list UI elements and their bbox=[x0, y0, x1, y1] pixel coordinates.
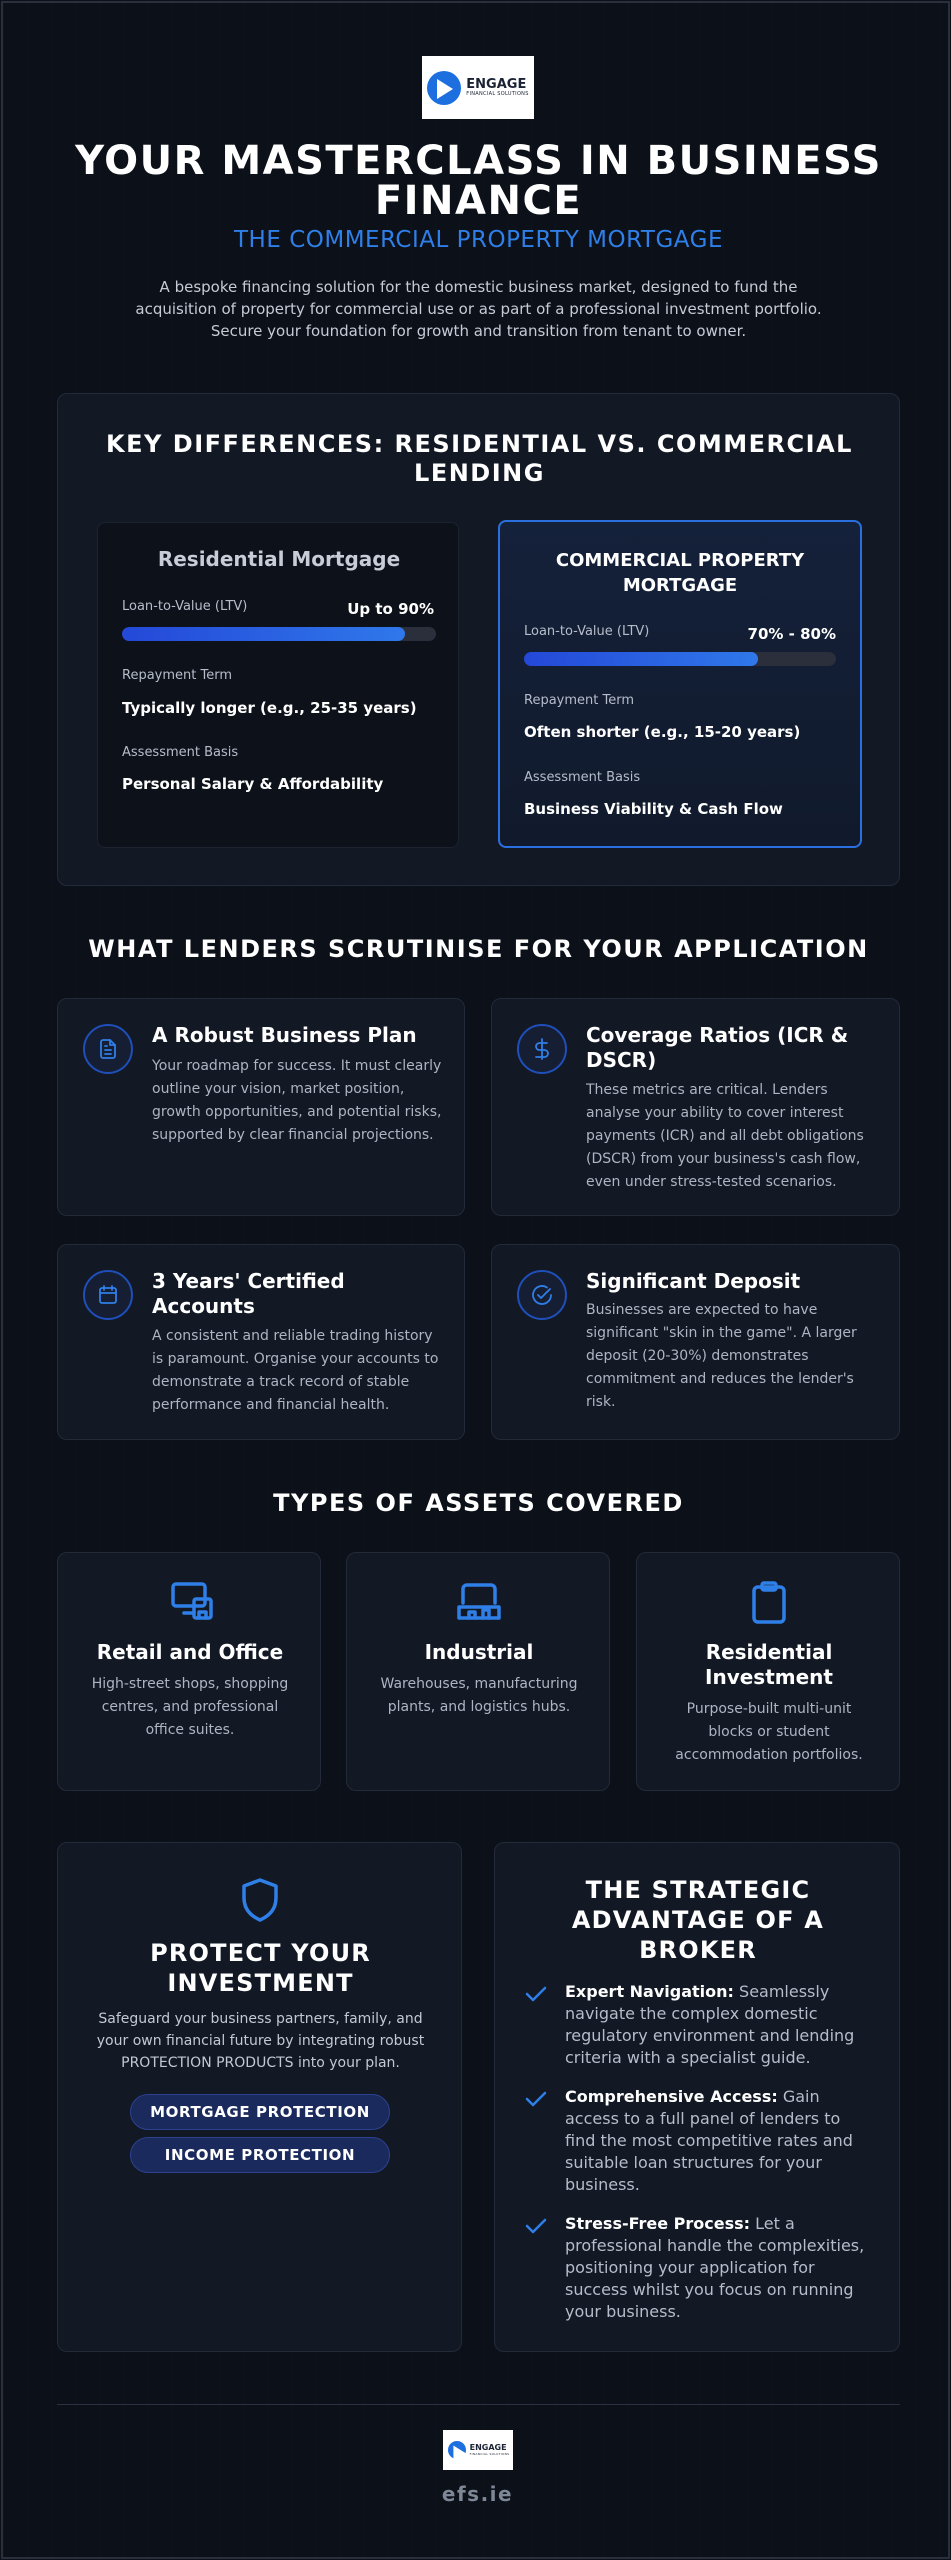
logo-word: ENGAGE bbox=[466, 77, 527, 92]
differences-panel: KEY DIFFERENCES: RESIDENTIAL VS. COMMERC… bbox=[57, 393, 900, 886]
residential-ltv-bar bbox=[122, 627, 436, 641]
commercial-basis-value: Business Viability & Cash Flow bbox=[524, 800, 783, 818]
asset-card-title: Residential Investment bbox=[705, 1640, 833, 1689]
asset-card-residential-investment: Residential Investment Purpose-built mul… bbox=[636, 1552, 900, 1791]
scrutiny-card-body: A consistent and reliable trading histor… bbox=[152, 1328, 439, 1413]
asset-card-industrial: Industrial Warehouses, manufacturing pla… bbox=[346, 1552, 610, 1791]
mortgage-protection-pill[interactable]: MORTGAGE PROTECTION bbox=[130, 2094, 390, 2130]
logo-mark-icon bbox=[447, 2441, 468, 2464]
scrutiny-card-coverage-ratios: Coverage Ratios (ICR & DSCR) These metri… bbox=[491, 998, 900, 1216]
residential-basis-label: Assessment Basis bbox=[122, 745, 239, 760]
storefront-icon bbox=[170, 1581, 214, 1625]
commercial-term-value: Often shorter (e.g., 15-20 years) bbox=[524, 723, 801, 741]
brand-logo[interactable]: ENGAGE FINANCIAL SOLUTIONS bbox=[422, 56, 534, 119]
check-icon bbox=[525, 1985, 547, 2007]
protect-body: Safeguard your business partners, family… bbox=[96, 2011, 425, 2071]
commercial-basis-label: Assessment Basis bbox=[524, 770, 641, 785]
residential-ltv-value: Up to 90% bbox=[347, 600, 434, 618]
asset-card-retail: Retail and Office High-street shops, sho… bbox=[57, 1552, 321, 1791]
scrutiny-card-deposit: Significant Deposit Businesses are expec… bbox=[491, 1244, 900, 1440]
scrutiny-title: WHAT LENDERS SCRUTINISE FOR YOUR APPLICA… bbox=[88, 935, 869, 963]
differences-title: KEY DIFFERENCES: RESIDENTIAL VS. COMMERC… bbox=[106, 430, 853, 487]
scrutiny-card-body: Your roadmap for success. It must clearl… bbox=[152, 1058, 442, 1143]
protect-title: PROTECT YOUR INVESTMENT bbox=[150, 1939, 371, 1997]
broker-item-title: Stress-Free Process: bbox=[565, 2214, 751, 2233]
asset-card-title: Industrial bbox=[424, 1640, 534, 1664]
commercial-ltv-value: 70% - 80% bbox=[747, 625, 836, 643]
check-icon bbox=[525, 2217, 547, 2239]
check-circle-icon bbox=[517, 1270, 567, 1320]
footer-divider bbox=[57, 2404, 900, 2405]
residential-term-value: Typically longer (e.g., 25-35 years) bbox=[122, 699, 417, 717]
residential-ltv-label: Loan-to-Value (LTV) bbox=[122, 599, 248, 614]
asset-card-body: Warehouses, manufacturing plants, and lo… bbox=[380, 1676, 578, 1715]
broker-item-text: Gain access to a full panel of lenders t… bbox=[565, 2087, 853, 2194]
check-icon bbox=[525, 2090, 547, 2112]
scrutiny-card-title: Significant Deposit bbox=[586, 1269, 801, 1293]
assets-title: TYPES OF ASSETS COVERED bbox=[273, 1489, 684, 1517]
document-icon bbox=[83, 1024, 133, 1074]
page-title: YOUR MASTERCLASS IN BUSINESS FINANCE bbox=[75, 138, 882, 224]
residential-term-label: Repayment Term bbox=[122, 668, 232, 683]
logo-word: ENGAGE bbox=[469, 2443, 507, 2452]
asset-card-title: Retail and Office bbox=[96, 1640, 284, 1664]
shield-icon bbox=[238, 1876, 282, 1928]
logo-subtext: FINANCIAL SOLUTIONS bbox=[466, 91, 529, 97]
protect-panel: PROTECT YOUR INVESTMENT Safeguard your b… bbox=[57, 1842, 462, 2352]
logo-subtext: FINANCIAL SOLUTIONS bbox=[469, 2452, 510, 2456]
scrutiny-card-accounts: 3 Years' Certified Accounts A consistent… bbox=[57, 1244, 465, 1440]
clipboard-icon bbox=[749, 1581, 789, 1629]
logo-mark-icon bbox=[427, 70, 462, 105]
footer-logo[interactable]: ENGAGE FINANCIAL SOLUTIONS bbox=[443, 2430, 513, 2470]
broker-panel: THE STRATEGIC ADVANTAGE OF A BROKER Expe… bbox=[494, 1842, 900, 2352]
scrutiny-card-business-plan: A Robust Business Plan Your roadmap for … bbox=[57, 998, 465, 1216]
residential-card: Residential Mortgage Loan-to-Value (LTV)… bbox=[97, 522, 459, 848]
commercial-ltv-fill bbox=[524, 652, 758, 666]
commercial-ltv-bar bbox=[524, 652, 836, 666]
broker-item-title: Expert Navigation: bbox=[565, 1982, 734, 2001]
commercial-card: COMMERCIAL PROPERTY MORTGAGE Loan-to-Val… bbox=[498, 520, 862, 848]
income-protection-pill[interactable]: INCOME PROTECTION bbox=[130, 2137, 390, 2173]
warehouse-icon bbox=[455, 1581, 503, 1625]
scrutiny-card-title: 3 Years' Certified Accounts bbox=[152, 1269, 345, 1318]
page-subtitle: THE COMMERCIAL PROPERTY MORTGAGE bbox=[234, 227, 723, 253]
asset-card-body: Purpose-built multi-unit blocks or stude… bbox=[675, 1701, 863, 1763]
scrutiny-card-body: These metrics are critical. Lenders anal… bbox=[586, 1082, 864, 1190]
commercial-term-label: Repayment Term bbox=[524, 693, 634, 708]
residential-heading: Residential Mortgage bbox=[157, 547, 401, 571]
scrutiny-card-body: Businesses are expected to have signific… bbox=[586, 1302, 857, 1410]
commercial-ltv-label: Loan-to-Value (LTV) bbox=[524, 624, 650, 639]
dollar-icon bbox=[517, 1024, 567, 1074]
asset-card-body: High-street shops, shopping centres, and… bbox=[91, 1676, 289, 1738]
scrutiny-card-title: A Robust Business Plan bbox=[152, 1023, 417, 1047]
broker-item-title: Comprehensive Access: bbox=[565, 2087, 778, 2106]
residential-ltv-fill bbox=[122, 627, 405, 641]
scrutiny-card-title: Coverage Ratios (ICR & DSCR) bbox=[586, 1023, 849, 1072]
intro-text: A bespoke financing solution for the dom… bbox=[135, 278, 822, 340]
commercial-heading: COMMERCIAL PROPERTY MORTGAGE bbox=[555, 550, 805, 596]
residential-basis-value: Personal Salary & Affordability bbox=[122, 775, 384, 793]
broker-item-text: Seamlessly navigate the complex domestic… bbox=[565, 1982, 855, 2067]
broker-title: THE STRATEGIC ADVANTAGE OF A BROKER bbox=[571, 1876, 825, 1964]
footer-domain[interactable]: efs.ie bbox=[441, 2482, 514, 2506]
broker-item-text: Let a professional handle the complexiti… bbox=[565, 2214, 865, 2321]
calendar-icon bbox=[83, 1270, 133, 1320]
